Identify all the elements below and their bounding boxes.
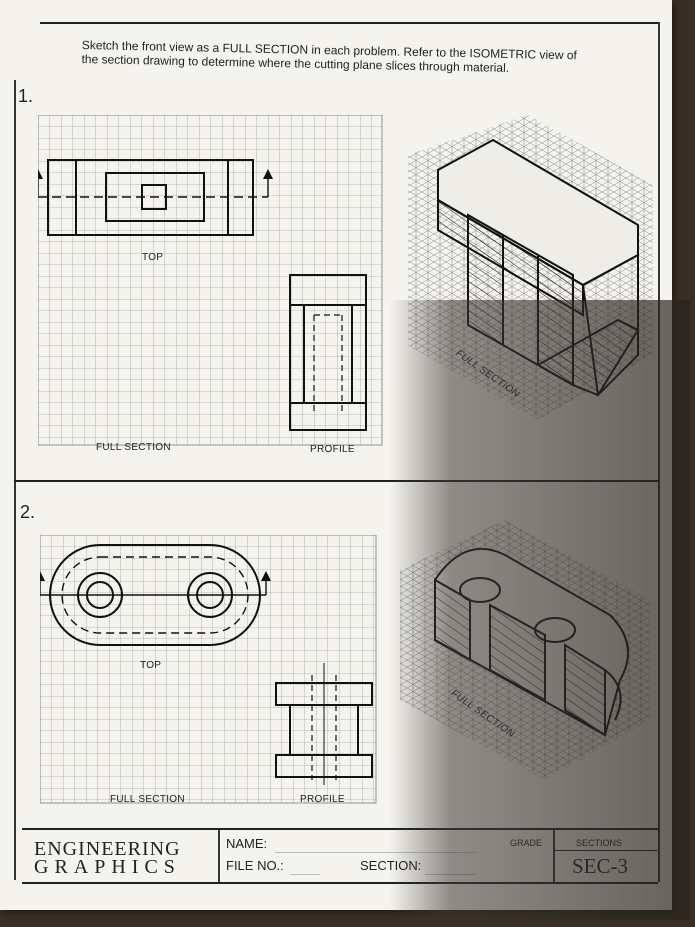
problem-1-isometric <box>408 115 653 420</box>
problem-2-top-label: TOP <box>140 660 162 671</box>
problem-2-profile-view <box>275 663 373 785</box>
section-field-label: SECTION: <box>360 858 422 873</box>
problem-2-grid <box>40 535 377 804</box>
problem-1-profile-label: PROFILE <box>310 444 355 455</box>
top-border <box>40 22 660 24</box>
sheet-code: SEC-3 <box>572 854 629 878</box>
problem-2-isometric <box>400 520 650 780</box>
title-block-sep-2 <box>553 830 555 882</box>
problem-1-grid <box>38 115 383 446</box>
worksheet-page: Sketch the front view as a FULL SECTION … <box>0 0 672 910</box>
file-no-label: FILE NO.: <box>226 858 284 873</box>
problem-1-top-label: TOP <box>142 252 164 263</box>
problem-1-number: 1. <box>18 86 34 106</box>
problem-2-profile-label: PROFILE <box>300 794 345 805</box>
problem-1-top-view <box>38 159 273 236</box>
sections-label: SECTIONS <box>576 838 623 848</box>
section-line <box>425 874 475 875</box>
instructions: Sketch the front view as a FULL SECTION … <box>81 38 641 78</box>
problem-2-number: 2. <box>20 502 36 522</box>
grade-label: GRADE <box>510 838 543 848</box>
name-label: NAME: <box>226 836 268 851</box>
title-engineering: ENGINEERING <box>34 838 181 860</box>
title-block-bottom-border <box>22 882 658 884</box>
file-line <box>290 874 320 875</box>
title-block-sep-3 <box>553 850 657 851</box>
title-block-sep-1 <box>218 830 220 882</box>
name-line <box>275 852 475 853</box>
title-block-top-border <box>22 828 658 830</box>
problem-divider <box>14 480 660 482</box>
title-graphics: GRAPHICS <box>34 856 181 878</box>
problem-1-section-label: FULL SECTION <box>96 442 171 453</box>
right-border <box>658 22 660 882</box>
problem-2-top-view <box>40 544 271 646</box>
problem-1-profile-view <box>289 274 367 431</box>
problem-2-section-label: FULL SECTION <box>110 794 185 805</box>
